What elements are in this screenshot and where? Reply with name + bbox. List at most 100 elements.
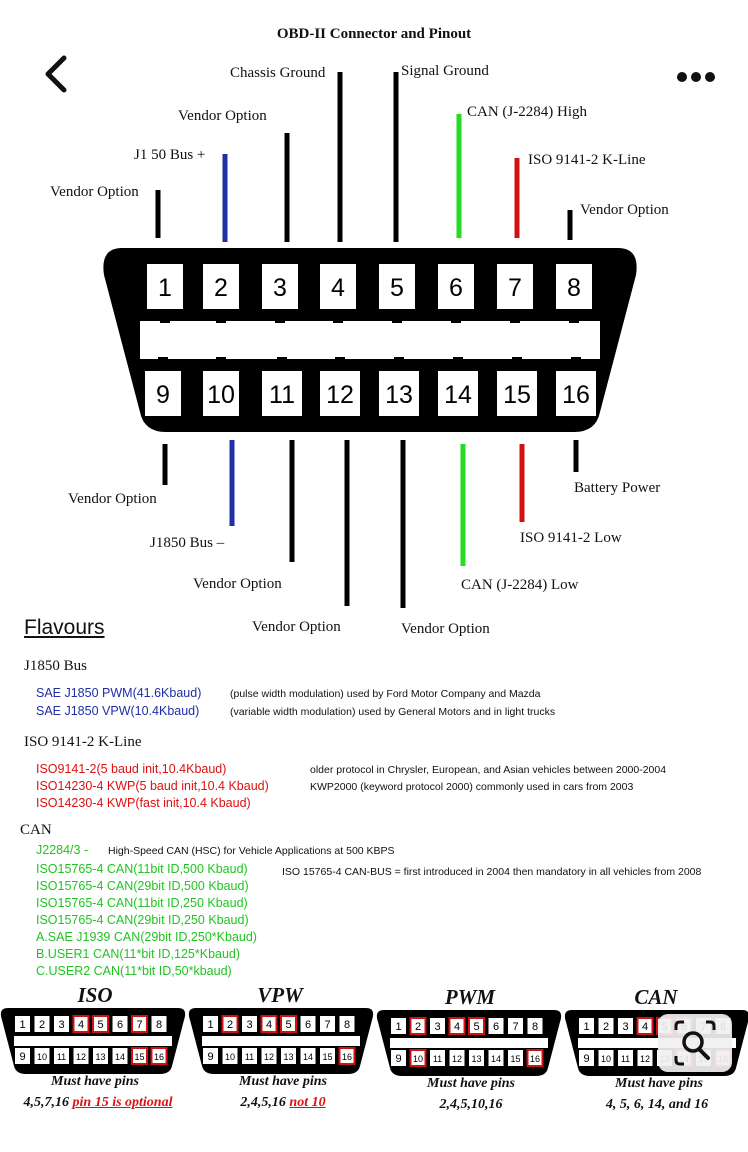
more-options-button[interactable] — [672, 64, 720, 90]
label-pin-16: Battery Power — [574, 480, 661, 496]
mini-pin-box-7 — [320, 1016, 335, 1032]
mini-pin-number-12: 12 — [76, 1052, 86, 1062]
mini-middle-band — [390, 1038, 548, 1048]
mini-pin-number-9: 9 — [395, 1053, 401, 1065]
mini-pin-box-12 — [261, 1048, 277, 1064]
label-pin-13: Vendor Option — [401, 621, 490, 637]
mini-pins-pwm: 2,4,5,10,16 — [439, 1097, 503, 1112]
can-item-1: ISO15765-4 CAN(11bit ID,500 Kbaud) — [36, 862, 248, 876]
mini-pin-box-16 — [338, 1047, 356, 1065]
mini-pin-box-9 — [15, 1048, 30, 1064]
label-pin-12: Vendor Option — [252, 619, 341, 635]
mini-pin-box-5 — [92, 1015, 109, 1033]
mini-pin-number-2: 2 — [227, 1019, 233, 1031]
mini-pin-box-2 — [409, 1017, 427, 1035]
mini-pin-box-15 — [131, 1047, 148, 1065]
mini-pin-box-15 — [320, 1048, 335, 1064]
mini-pin-number-13: 13 — [95, 1052, 105, 1062]
mini-pin-number-11: 11 — [57, 1052, 66, 1062]
pin-box-16 — [556, 371, 596, 416]
mini-pin-number-5: 5 — [473, 1021, 479, 1033]
mini-pin-number-2: 2 — [39, 1019, 45, 1031]
mini-pins-vpw-line: 2,4,5,16 not 10 — [188, 1095, 378, 1111]
mini-pins-vpw: 2,4,5,16 — [240, 1095, 286, 1110]
back-button[interactable] — [40, 54, 80, 94]
mini-pin-number-8: 8 — [344, 1019, 350, 1031]
mini-pin-box-13 — [281, 1048, 296, 1064]
mini-pin-number-3: 3 — [622, 1021, 628, 1033]
mini-pin-box-1 — [15, 1016, 30, 1032]
mini-pin-box-9 — [203, 1048, 218, 1064]
chevron-left-icon — [45, 55, 67, 93]
lens-search-button[interactable] — [658, 1014, 732, 1072]
pin-box-6 — [438, 264, 474, 309]
iso-item-9141-desc: older protocol in Chrysler, European, an… — [310, 764, 667, 776]
pin-number-7: 7 — [508, 274, 522, 302]
mini-pin-number-10: 10 — [37, 1052, 47, 1062]
mini-pin-box-13 — [469, 1050, 484, 1066]
mini-pin-number-7: 7 — [324, 1019, 330, 1031]
pin-number-1: 1 — [158, 274, 172, 302]
can-item-j2284: J2284/3 - — [36, 843, 89, 857]
mini-pin-box-2 — [34, 1016, 50, 1032]
mini-pin-box-11 — [242, 1048, 257, 1064]
mini-pin-number-3: 3 — [434, 1021, 440, 1033]
mini-pin-box-3 — [54, 1016, 69, 1032]
label-pin-3: Vendor Option — [178, 108, 267, 124]
mini-pin-number-6: 6 — [117, 1019, 123, 1031]
mini-title-iso: ISO — [77, 983, 113, 1007]
pin-number-6: 6 — [449, 274, 463, 302]
mini-title-vpw: VPW — [257, 983, 303, 1007]
can-item-j2284-desc: High-Speed CAN (HSC) for Vehicle Applica… — [108, 845, 395, 857]
mini-pin-box-7 — [508, 1018, 523, 1034]
pin-number-12: 12 — [326, 381, 354, 409]
mini-title-can: CAN — [634, 985, 678, 1009]
mini-pin-box-10 — [409, 1049, 427, 1067]
flavours-heading: Flavours — [24, 616, 105, 639]
mini-pin-number-1: 1 — [583, 1021, 589, 1033]
mini-pin-number-2: 2 — [415, 1021, 421, 1033]
mini-middle-band — [578, 1038, 736, 1048]
mini-pin-number-15: 15 — [510, 1054, 520, 1064]
label-pin-11: Vendor Option — [193, 576, 282, 592]
mini-pin-number-14: 14 — [303, 1052, 313, 1062]
pin-box-10 — [203, 371, 239, 416]
mini-pin-number-5: 5 — [97, 1019, 103, 1031]
pin-number-16: 16 — [562, 381, 590, 409]
mini-pin-number-7: 7 — [512, 1021, 518, 1033]
label-pin-4: Chassis Ground — [230, 65, 326, 81]
mini-pin-box-3 — [242, 1016, 257, 1032]
mini-pin-number-16: 16 — [154, 1052, 164, 1062]
mini-pin-box-8 — [527, 1018, 543, 1034]
mini-pins-iso-line: 4,5,7,16 pin 15 is optional — [0, 1095, 196, 1111]
page-title: OBD-II Connector and Pinout — [276, 26, 472, 42]
mini-must-pwm: Must have pins — [427, 1076, 515, 1091]
mini-pin-box-12 — [637, 1050, 653, 1066]
label-pin-15: ISO 9141-2 Low — [520, 530, 622, 546]
label-pin-8: Vendor Option — [580, 202, 669, 218]
mini-pin-number-9: 9 — [207, 1051, 213, 1063]
mini-pin-box-11 — [54, 1048, 69, 1064]
mini-pin-box-15 — [508, 1050, 523, 1066]
can-item-5: A.SAE J1939 CAN(29bit ID,250*Kbaud) — [36, 930, 257, 944]
pin-box-13 — [379, 371, 419, 416]
mini-pin-number-1: 1 — [19, 1019, 25, 1031]
mini-pin-box-14 — [300, 1048, 316, 1064]
mini-pin-number-10: 10 — [601, 1054, 611, 1064]
mini-pin-number-3: 3 — [246, 1019, 252, 1031]
mini-pin-box-1 — [203, 1016, 218, 1032]
pin-box-7 — [497, 264, 533, 309]
mini-pin-number-14: 14 — [115, 1052, 125, 1062]
can-heading: CAN — [20, 822, 52, 838]
mini-pin-number-16: 16 — [342, 1052, 352, 1062]
mini-pin-number-4: 4 — [266, 1019, 272, 1031]
can-item-2: ISO15765-4 CAN(29bit ID,500 Kbaud) — [36, 879, 249, 893]
iso-item-kwpfast: ISO14230-4 KWP(fast init,10.4 Kbaud) — [36, 796, 251, 810]
pin-number-13: 13 — [385, 381, 413, 409]
label-pin-14: CAN (J-2284) Low — [461, 577, 579, 593]
mini-pin-number-13: 13 — [471, 1054, 481, 1064]
mini-pin-number-9: 9 — [19, 1051, 25, 1063]
